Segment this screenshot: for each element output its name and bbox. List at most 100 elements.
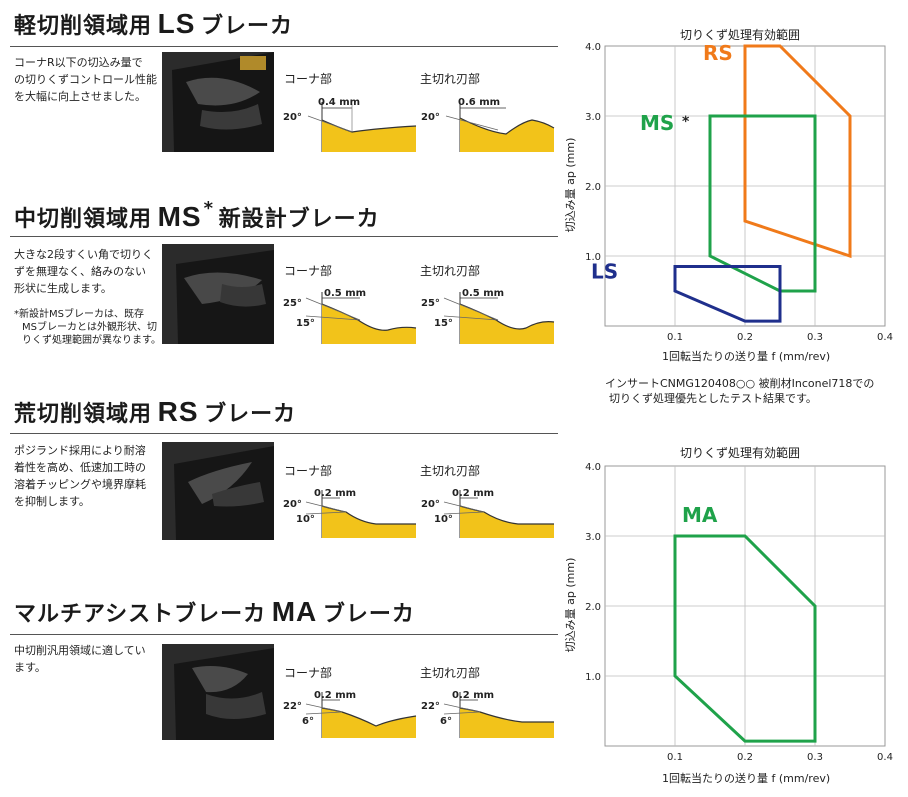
- series-mark: *: [682, 114, 690, 130]
- corner-angle: 22°: [283, 701, 302, 712]
- asterisk-mark: *: [203, 198, 214, 219]
- main-angle-2: 10°: [434, 514, 453, 525]
- section-title-suffix: ブレーカ: [322, 602, 415, 627]
- section-title-jp: マルチアシストブレーカ: [14, 602, 267, 627]
- corner-dim: 0.4 mm: [318, 97, 360, 108]
- y-tick-label: 4.0: [585, 462, 601, 473]
- chart-title: 切りくず処理有効範囲: [680, 446, 801, 460]
- edge-profile-rs-main: 0.2 mm 20° 10°: [421, 488, 554, 538]
- corner-label: コーナ部: [284, 464, 333, 478]
- main-edge-label: 主切れ刃部: [420, 666, 481, 680]
- x-tick-label: 0.3: [807, 332, 823, 343]
- edge-profile-ms-main: 0.5 mm 25° 15°: [421, 288, 555, 344]
- chart-title: 切りくず処理有効範囲: [680, 28, 801, 42]
- edge-profile-ls-corner: 0.4 mm 20°: [283, 97, 417, 152]
- edge-profile-ls-main: 0.6 mm 20°: [421, 97, 555, 152]
- corner-label: コーナ部: [284, 666, 333, 680]
- section-title-ls: 軽切削領域用 LS ブレーカ: [14, 8, 293, 40]
- chip-control-chart-1: 0.1 0.2 0.3 0.4 1.0 2.0 3.0 4.0 RS MS * LS: [585, 41, 893, 343]
- breaker-code: MS: [157, 201, 202, 232]
- x-tick-label: 0.2: [737, 332, 753, 343]
- y-tick-label: 1.0: [585, 672, 601, 683]
- corner-angle-2: 15°: [296, 318, 315, 329]
- x-tick-label: 0.1: [667, 332, 683, 343]
- section-divider: [10, 46, 558, 47]
- section-divider: [10, 236, 558, 237]
- section-title-suffix: 新設計ブレーカ: [218, 207, 380, 232]
- section-title-jp: 荒切削領域用: [14, 402, 153, 427]
- y-tick-label: 4.0: [585, 42, 601, 53]
- section-title-rs: 荒切削領域用 RS ブレーカ: [14, 396, 296, 428]
- y-tick-label: 2.0: [585, 602, 601, 613]
- section-desc-rs: ポジランド採用により耐溶 着性を高め、低速加工時の 溶着チッピングや境界摩耗 を…: [14, 444, 146, 508]
- section-title-suffix: ブレーカ: [200, 14, 293, 39]
- edge-profile-ms-corner: 0.5 mm 25° 15°: [283, 288, 417, 344]
- main-angle-2: 6°: [440, 716, 452, 727]
- main-angle: 20°: [421, 112, 440, 123]
- region-rs: [743, 44, 852, 259]
- y-axis-label: 切込み量 ap (mm): [564, 137, 577, 233]
- y-tick-label: 2.0: [585, 182, 601, 193]
- main-edge-label: 主切れ刃部: [420, 464, 481, 478]
- main-edge-label: 主切れ刃部: [420, 72, 481, 86]
- breaker-code: LS: [157, 8, 196, 39]
- main-dim: 0.2 mm: [452, 488, 494, 499]
- section-title-ms: 中切削領域用 MS* 新設計ブレーカ: [14, 198, 380, 233]
- section-desc-ls: コーナR以下の切込み量で の切りくずコントロール性能 を大幅に向上させました。: [14, 56, 157, 103]
- x-tick-label: 0.3: [807, 752, 823, 763]
- test-caption: インサートCNMG120408○○ 被削材Inconel718での 切りくず処理…: [605, 377, 875, 405]
- corner-angle: 20°: [283, 499, 302, 510]
- x-tick-label: 0.4: [877, 332, 893, 343]
- main-angle: 25°: [421, 298, 440, 309]
- insert-photo-ls: [162, 52, 274, 152]
- y-tick-label: 3.0: [585, 532, 601, 543]
- section-divider: [10, 433, 558, 434]
- y-tick-label: 1.0: [585, 252, 601, 263]
- section-note-ms: *新設計MSブレーカは、既存 MSブレーカとは外観形状、切 りくず処理範囲が異な…: [14, 309, 161, 346]
- edge-profile-rs-corner: 0.2 mm 20° 10°: [283, 488, 416, 538]
- section-title-jp: 軽切削領域用: [14, 14, 153, 39]
- section-title-suffix: ブレーカ: [204, 402, 297, 427]
- x-tick-label: 0.4: [877, 752, 893, 763]
- x-tick-label: 0.2: [737, 752, 753, 763]
- corner-dim: 0.2 mm: [314, 488, 356, 499]
- section-desc-ms: 大きな2段すくい角で切りく ずを無理なく、絡みのない 形状に生成します。: [14, 248, 153, 295]
- region-ms: [708, 114, 817, 293]
- section-title-ma: マルチアシストブレーカ MA ブレーカ: [14, 596, 415, 628]
- insert-photo-ms: [162, 244, 274, 344]
- x-tick-label: 0.1: [667, 752, 683, 763]
- corner-dim: 0.5 mm: [324, 288, 366, 299]
- edge-profile-ma-corner: 0.2 mm 22° 6°: [283, 690, 417, 738]
- breaker-code: RS: [157, 396, 199, 427]
- main-edge-label: 主切れ刃部: [420, 264, 481, 278]
- corner-angle-2: 10°: [296, 514, 315, 525]
- main-dim: 0.2 mm: [452, 690, 494, 701]
- corner-label: コーナ部: [284, 72, 333, 86]
- corner-label: コーナ部: [284, 264, 333, 278]
- insert-photo-ma: [162, 644, 274, 740]
- section-divider: [10, 634, 558, 635]
- y-axis-label: 切込み量 ap (mm): [564, 557, 577, 653]
- region-ls: [673, 265, 782, 323]
- main-angle: 20°: [421, 499, 440, 510]
- corner-angle-2: 6°: [302, 716, 314, 727]
- section-desc-ma: 中切削汎用領域に適してい ます。: [14, 644, 146, 674]
- insert-photo-rs: [162, 442, 274, 540]
- main-dim: 0.6 mm: [458, 97, 500, 108]
- region-ma: [673, 534, 817, 743]
- series-label-rs: RS: [703, 41, 733, 65]
- section-title-jp: 中切削領域用: [14, 207, 153, 232]
- y-tick-label: 3.0: [585, 112, 601, 123]
- corner-dim: 0.2 mm: [314, 690, 356, 701]
- corner-angle: 25°: [283, 298, 302, 309]
- main-angle-2: 15°: [434, 318, 453, 329]
- corner-angle: 20°: [283, 112, 302, 123]
- breaker-code: MA: [271, 596, 318, 627]
- x-axis-label: 1回転当たりの送り量 f (mm/rev): [662, 772, 831, 785]
- series-label-ma: MA: [682, 503, 718, 527]
- main-dim: 0.5 mm: [462, 288, 504, 299]
- series-label-ls: LS: [591, 259, 618, 283]
- chip-control-chart-2: 0.1 0.2 0.3 0.4 1.0 2.0 3.0 4.0MA: [585, 462, 893, 763]
- x-axis-label: 1回転当たりの送り量 f (mm/rev): [662, 350, 831, 363]
- series-label-ms: MS: [640, 111, 674, 135]
